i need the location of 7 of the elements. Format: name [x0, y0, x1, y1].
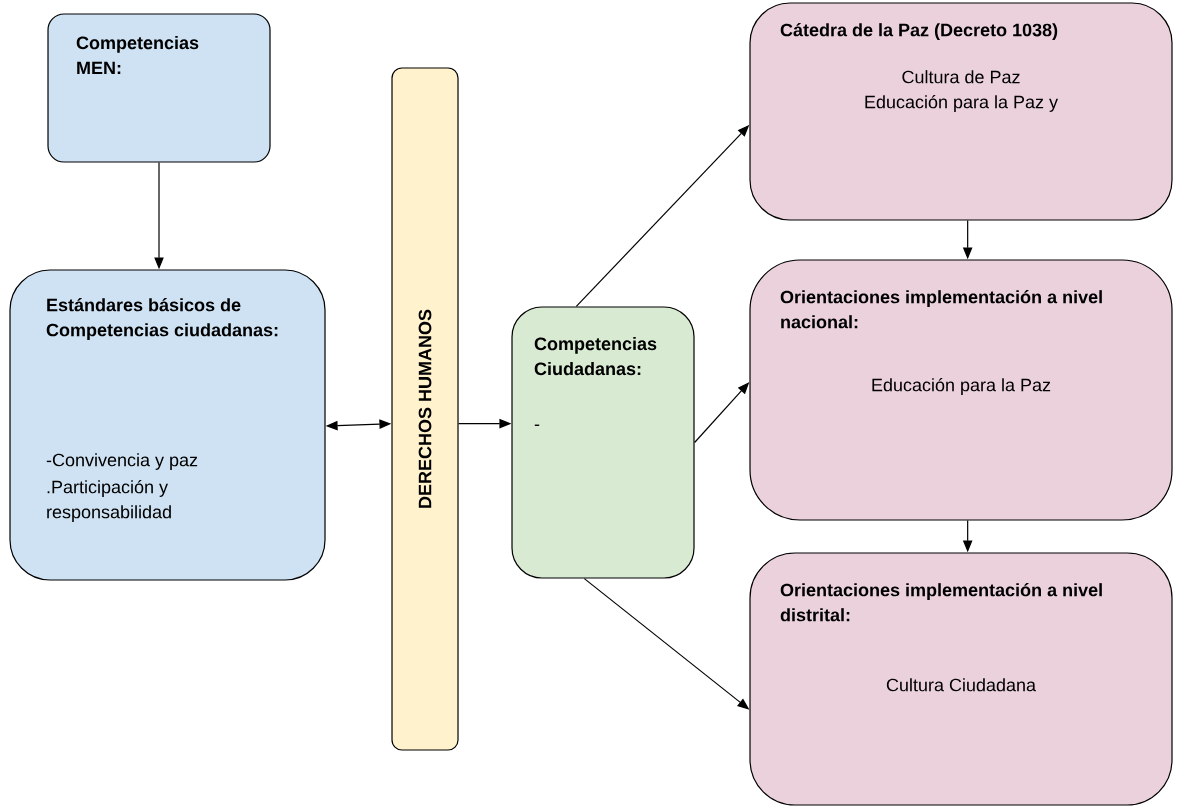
process-box: Orientaciones implementación a nivel nacional: Educación para la Paz	[749, 259, 1173, 521]
process-box: Competencias Ciudadanas: -	[511, 306, 695, 579]
process-box: Orientaciones implementación a nivel distrital: Cultura Ciudadana	[749, 552, 1173, 806]
process-box: Cátedra de la Paz (Decreto 1038) Cultura de Paz Educación para la Paz y	[749, 2, 1173, 221]
process-box: Estándares básicos de Competencias ciudadanas: -Convivencia y paz .Participación y responsabilidad	[9, 269, 326, 581]
process-box: Competencias MEN:	[47, 13, 271, 163]
vertical-band: DERECHOS HUMANOS	[391, 67, 459, 751]
